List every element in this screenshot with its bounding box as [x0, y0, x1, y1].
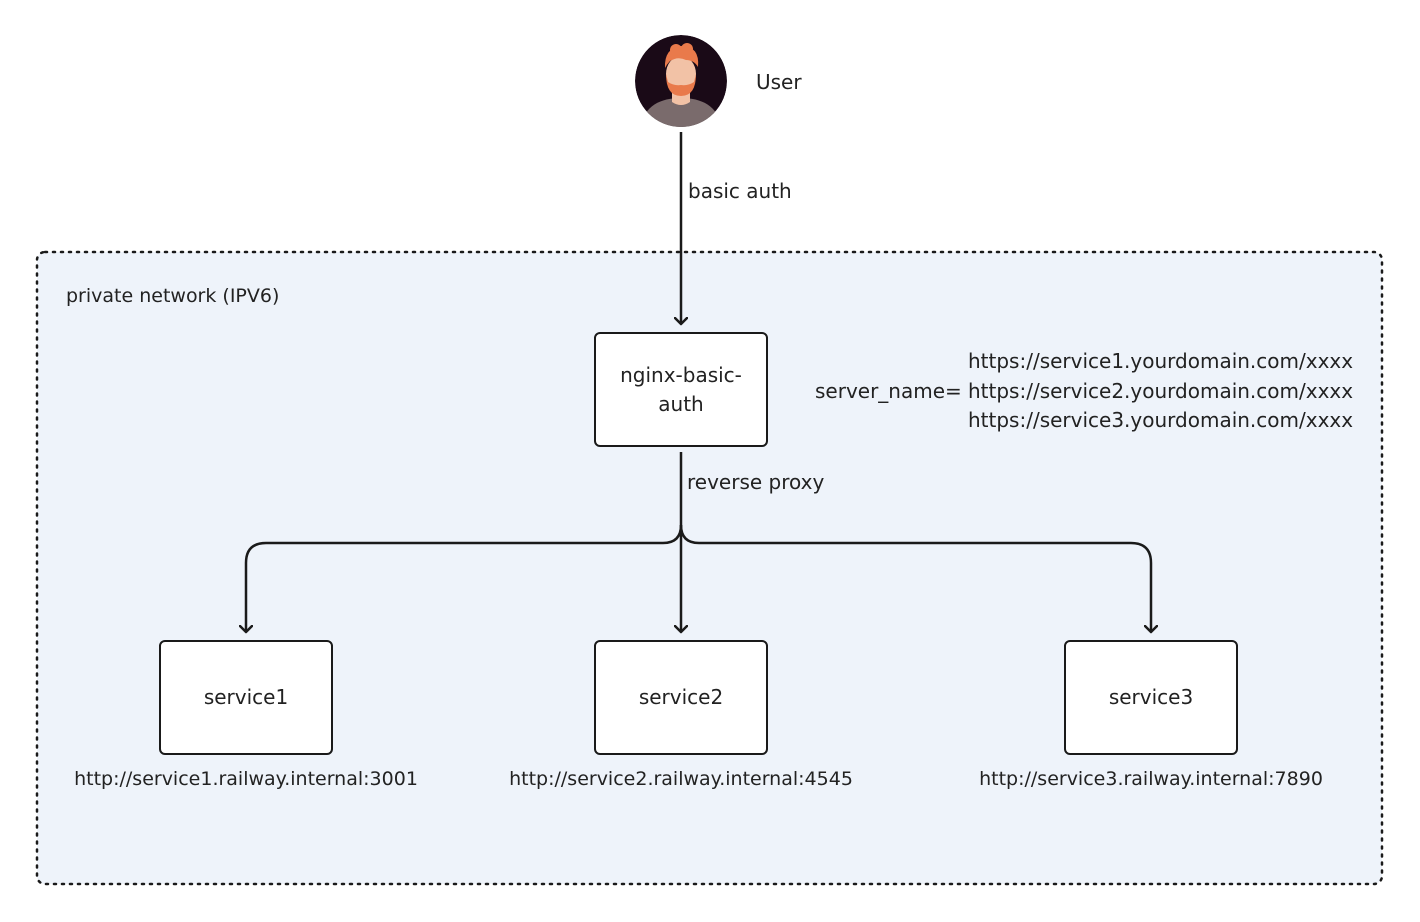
- network-label: private network (IPV6): [66, 285, 280, 307]
- service3-url: http://service3.railway.internal:7890: [979, 768, 1323, 790]
- edge-label-reverse-proxy: reverse proxy: [687, 470, 825, 494]
- edge-label-basic-auth: basic auth: [688, 179, 792, 203]
- service3-label: service3: [1108, 685, 1194, 709]
- service2-url: http://service2.railway.internal:4545: [509, 768, 853, 790]
- edge-proxy-to-service1: [246, 524, 683, 632]
- server-name-url: https://service3.yourdomain.com/xxxx: [968, 408, 1354, 432]
- user-avatar-icon: [635, 35, 727, 127]
- private-network-boundary: [35, 250, 1384, 886]
- service2-node[interactable]: service2: [594, 640, 768, 755]
- server-name-list: https://service1.yourdomain.com/xxxx htt…: [968, 347, 1353, 436]
- service3-node[interactable]: service3: [1064, 640, 1238, 755]
- proxy-node-label: nginx-basic-auth: [620, 362, 742, 416]
- server-name-url: https://service1.yourdomain.com/xxxx: [968, 349, 1354, 373]
- service2-label: service2: [638, 685, 724, 709]
- user-label: User: [756, 70, 802, 94]
- service1-node[interactable]: service1: [159, 640, 333, 755]
- server-name-url: https://service2.yourdomain.com/xxxx: [968, 378, 1354, 403]
- edge-proxy-to-service3: [679, 524, 1151, 632]
- server-name-label: server_name=: [815, 379, 962, 403]
- proxy-node[interactable]: nginx-basic-auth: [594, 332, 768, 447]
- service1-label: service1: [203, 685, 289, 709]
- service1-url: http://service1.railway.internal:3001: [74, 768, 418, 790]
